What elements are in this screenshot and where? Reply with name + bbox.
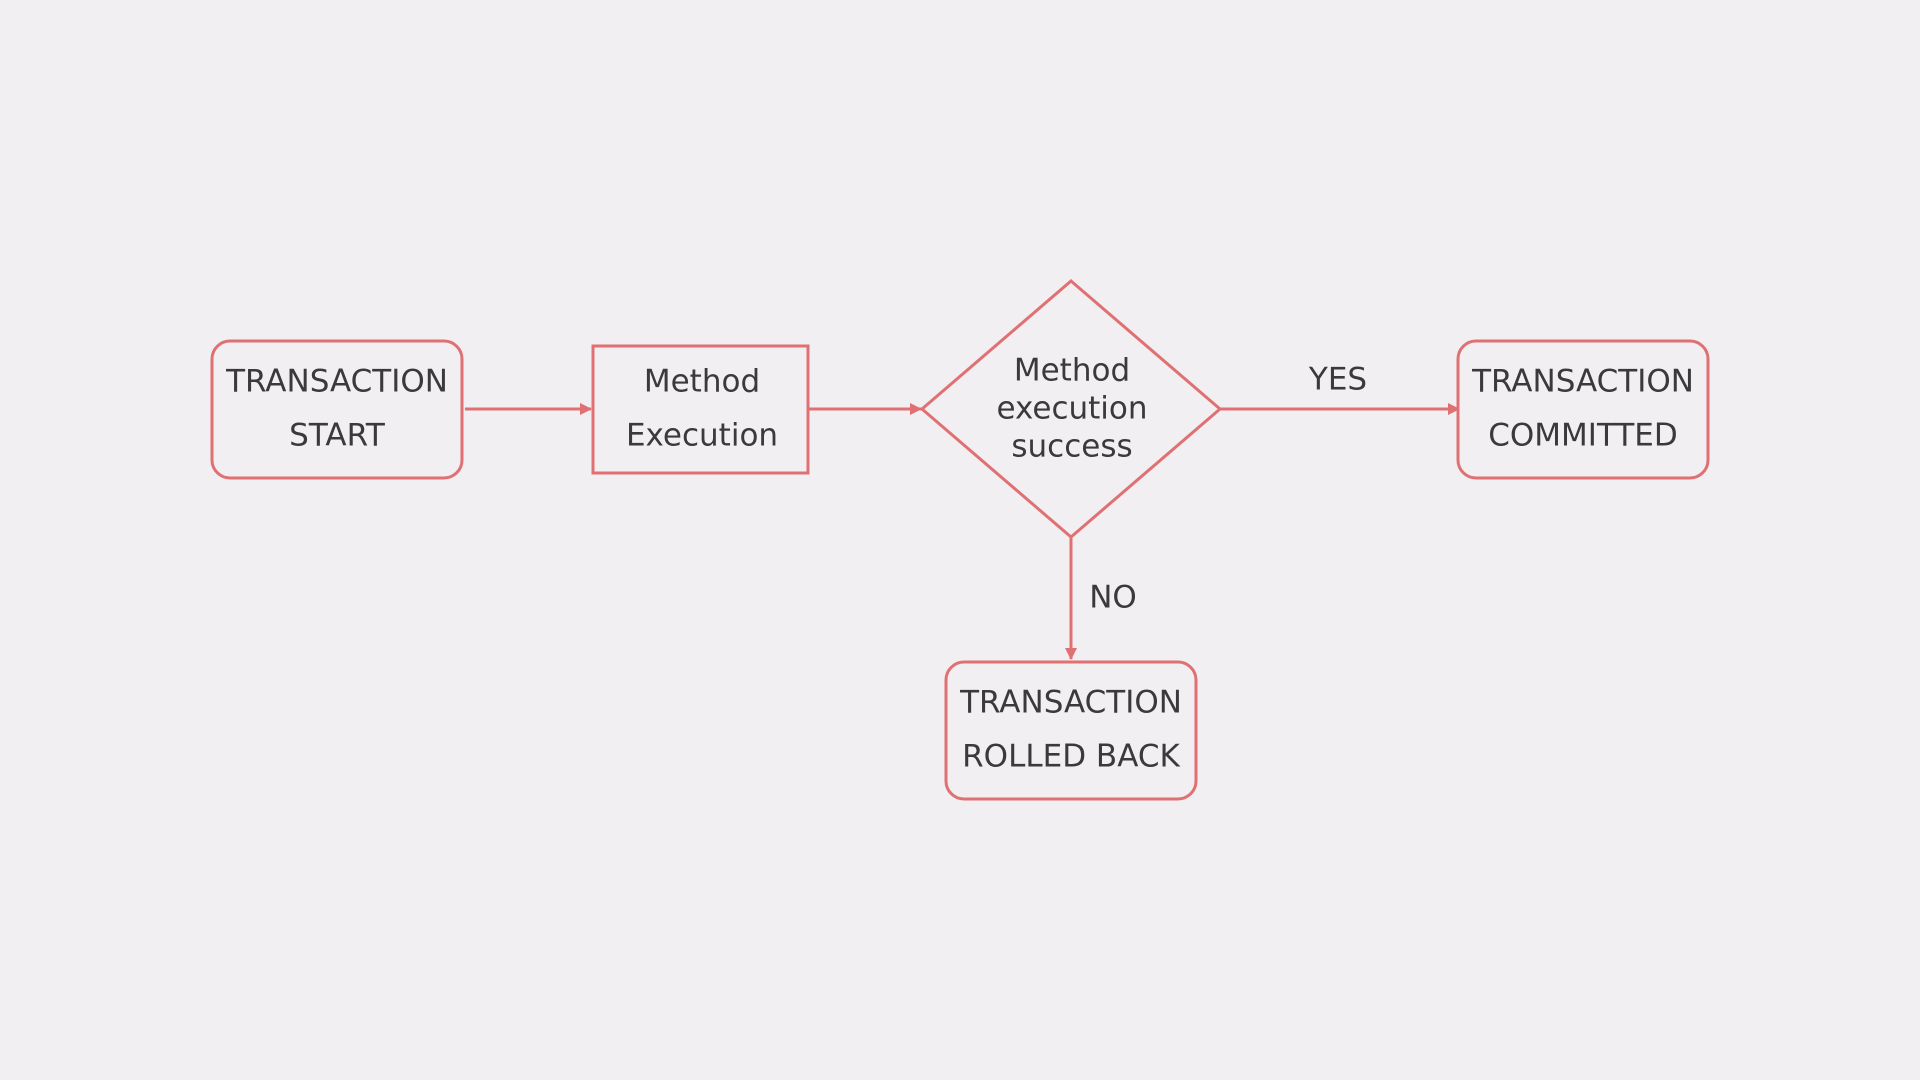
- node-transaction-rolled-back: TRANSACTION ROLLED BACK: [944, 660, 1198, 801]
- node-start-line1: TRANSACTION: [225, 364, 448, 400]
- node-method-execution: Method Execution: [591, 344, 810, 475]
- edge-label-no: NO: [1089, 580, 1137, 616]
- node-decision-line1: Method: [1014, 353, 1130, 389]
- node-method-line2: Execution: [626, 418, 778, 454]
- edge-label-yes: YES: [1308, 362, 1367, 398]
- node-method-line1: Method: [644, 364, 760, 400]
- node-start-line2: START: [289, 418, 386, 454]
- node-rollback-line1: TRANSACTION: [959, 685, 1182, 721]
- node-transaction-committed: TRANSACTION COMMITTED: [1456, 339, 1710, 480]
- node-decision-success: Method execution success: [919, 279, 1223, 539]
- node-transaction-start: TRANSACTION START: [210, 339, 464, 480]
- node-rollback-line2: ROLLED BACK: [962, 739, 1180, 775]
- node-committed-line1: TRANSACTION: [1471, 364, 1694, 400]
- node-decision-line3: success: [1011, 429, 1132, 465]
- node-decision-line2: execution: [996, 391, 1147, 427]
- node-committed-line2: COMMITTED: [1488, 418, 1677, 454]
